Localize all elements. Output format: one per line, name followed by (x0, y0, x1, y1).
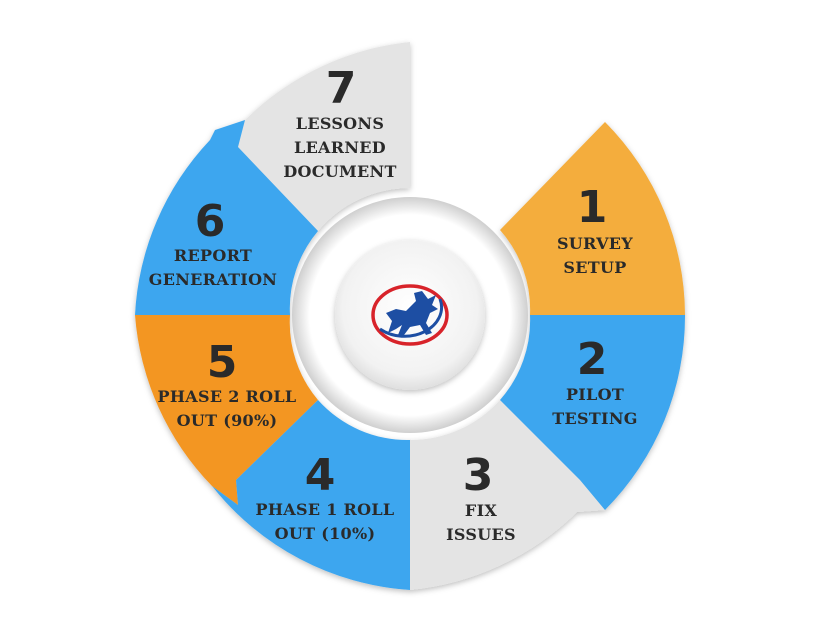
step-4-label: 4 PHASE 1 ROLL OUT (10%) (256, 450, 395, 543)
step-text: OUT (90%) (177, 411, 278, 430)
step-text: DOCUMENT (283, 162, 396, 181)
step-text: PHASE 1 ROLL (256, 500, 395, 519)
step-5-label: 5 PHASE 2 ROLL OUT (90%) (158, 337, 297, 430)
step-1-label: 1 SURVEY SETUP (557, 182, 633, 277)
step-6-label: 6 REPORT GENERATION (149, 196, 277, 289)
step-text: FIX (465, 501, 497, 520)
segment-4 (212, 400, 410, 590)
step-text: TESTING (552, 409, 637, 428)
step-number: 7 (326, 63, 357, 114)
step-text: PHASE 2 ROLL (158, 387, 297, 406)
segment-6 (135, 120, 318, 315)
segment-1 (500, 122, 685, 315)
step-text: OUT (10%) (275, 524, 376, 543)
segment-2 (500, 315, 686, 510)
step-number: 2 (577, 334, 608, 385)
step-text: SETUP (563, 258, 626, 277)
step-3-label: 3 FIX ISSUES (446, 450, 516, 544)
step-text: PILOT (566, 385, 624, 404)
step-2-label: 2 PILOT TESTING (552, 334, 637, 428)
step-number: 4 (305, 450, 336, 501)
step-text: LESSONS (296, 114, 384, 133)
segment-3 (410, 400, 605, 590)
step-number: 6 (195, 196, 226, 247)
horse-logo-icon (371, 284, 449, 346)
segment-7 (220, 42, 410, 231)
segment-5 (135, 315, 318, 505)
step-7-label: 7 LESSONS LEARNED DOCUMENT (283, 63, 396, 181)
step-text: SURVEY (557, 234, 633, 253)
step-text: ISSUES (446, 525, 516, 544)
step-number: 5 (207, 337, 238, 388)
step-text: REPORT (174, 246, 252, 265)
step-text: LEARNED (294, 138, 386, 157)
step-text: GENERATION (149, 270, 277, 289)
step-number: 1 (577, 182, 608, 233)
step-number: 3 (463, 450, 494, 501)
